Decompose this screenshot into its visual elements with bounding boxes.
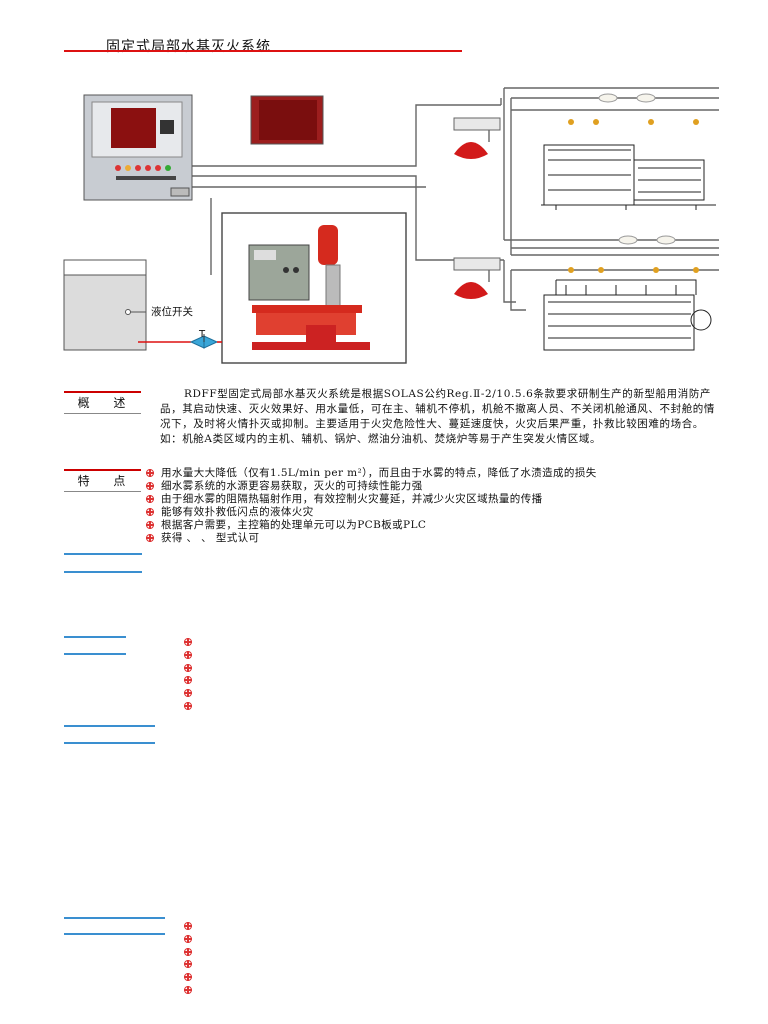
list-item [184, 687, 199, 700]
section-rule [64, 725, 155, 727]
list-item [184, 674, 199, 687]
list-item [184, 984, 199, 997]
bullet-icon [146, 534, 154, 542]
overview-text: RDFF型固定式局部水基灭火系统是根据SOLAS公约Reg.Ⅱ-2/10.5.6… [160, 387, 720, 447]
section-rule [64, 553, 142, 555]
list-item [184, 649, 199, 662]
bullet-icon [184, 922, 192, 930]
bullet-icon [146, 521, 154, 529]
section-rule [64, 742, 155, 744]
bullet-icon [184, 676, 192, 684]
list-item: 获得 、 、 型式认可 [146, 532, 597, 545]
bullet-icon [184, 664, 192, 672]
list-item: 根据客户需要，主控箱的处理单元可以为PCB板或PLC [146, 519, 597, 532]
bullet-icon [184, 638, 192, 646]
control-panel [84, 95, 192, 200]
list-item [184, 958, 199, 971]
bullet-icon [184, 948, 192, 956]
title-rule [64, 50, 462, 52]
engine-bottom [544, 280, 711, 350]
section-rule [64, 571, 142, 573]
bullet-icon [146, 495, 154, 503]
detectors [454, 94, 675, 270]
bullet-icon [184, 702, 192, 710]
bullet-icon [184, 960, 192, 968]
bullet-icon [146, 482, 154, 490]
engine-top [541, 145, 716, 210]
list-item: 细水雾系统的水源更容易获取，灭火的可持续性能力强 [146, 480, 597, 493]
list-item [184, 933, 199, 946]
alarm-bells [454, 142, 488, 299]
section-rule [64, 653, 126, 655]
system-diagram [56, 80, 726, 370]
list-item [184, 971, 199, 984]
section-rule [64, 933, 165, 935]
empty-bullet-list [184, 636, 199, 713]
level-switch-label: 液位开关 [150, 304, 194, 319]
features-list: 用水量大大降低（仅有1.5L/min per m²），而且由于水雾的特点，降低了… [146, 467, 597, 545]
section-label-features: 特 点 [64, 469, 141, 492]
list-item: 用水量大大降低（仅有1.5L/min per m²），而且由于水雾的特点，降低了… [146, 467, 597, 480]
bullet-icon [184, 689, 192, 697]
remote-panel [251, 96, 323, 144]
page-title: 固定式局部水基灭火系统 [106, 36, 271, 56]
list-item [184, 920, 199, 933]
bullet-icon [184, 973, 192, 981]
section-rule [64, 636, 126, 638]
bullet-icon [184, 935, 192, 943]
list-item [184, 946, 199, 959]
section-label-overview: 概 述 [64, 391, 141, 414]
pump-unit [222, 213, 406, 363]
bullet-icon [146, 508, 154, 516]
list-item: 由于细水雾的阻隔热辐射作用，有效控制火灾蔓延，并减少火灾区域热量的传播 [146, 493, 597, 506]
bullet-icon [184, 986, 192, 994]
list-item [184, 636, 199, 649]
bullet-icon [146, 469, 154, 477]
list-item [184, 700, 199, 713]
list-item: 能够有效扑救低闪点的液体火灾 [146, 506, 597, 519]
valve-label: T [199, 329, 205, 340]
empty-bullet-list [184, 920, 199, 997]
bullet-icon [184, 651, 192, 659]
section-rule [64, 917, 165, 919]
list-item [184, 662, 199, 675]
